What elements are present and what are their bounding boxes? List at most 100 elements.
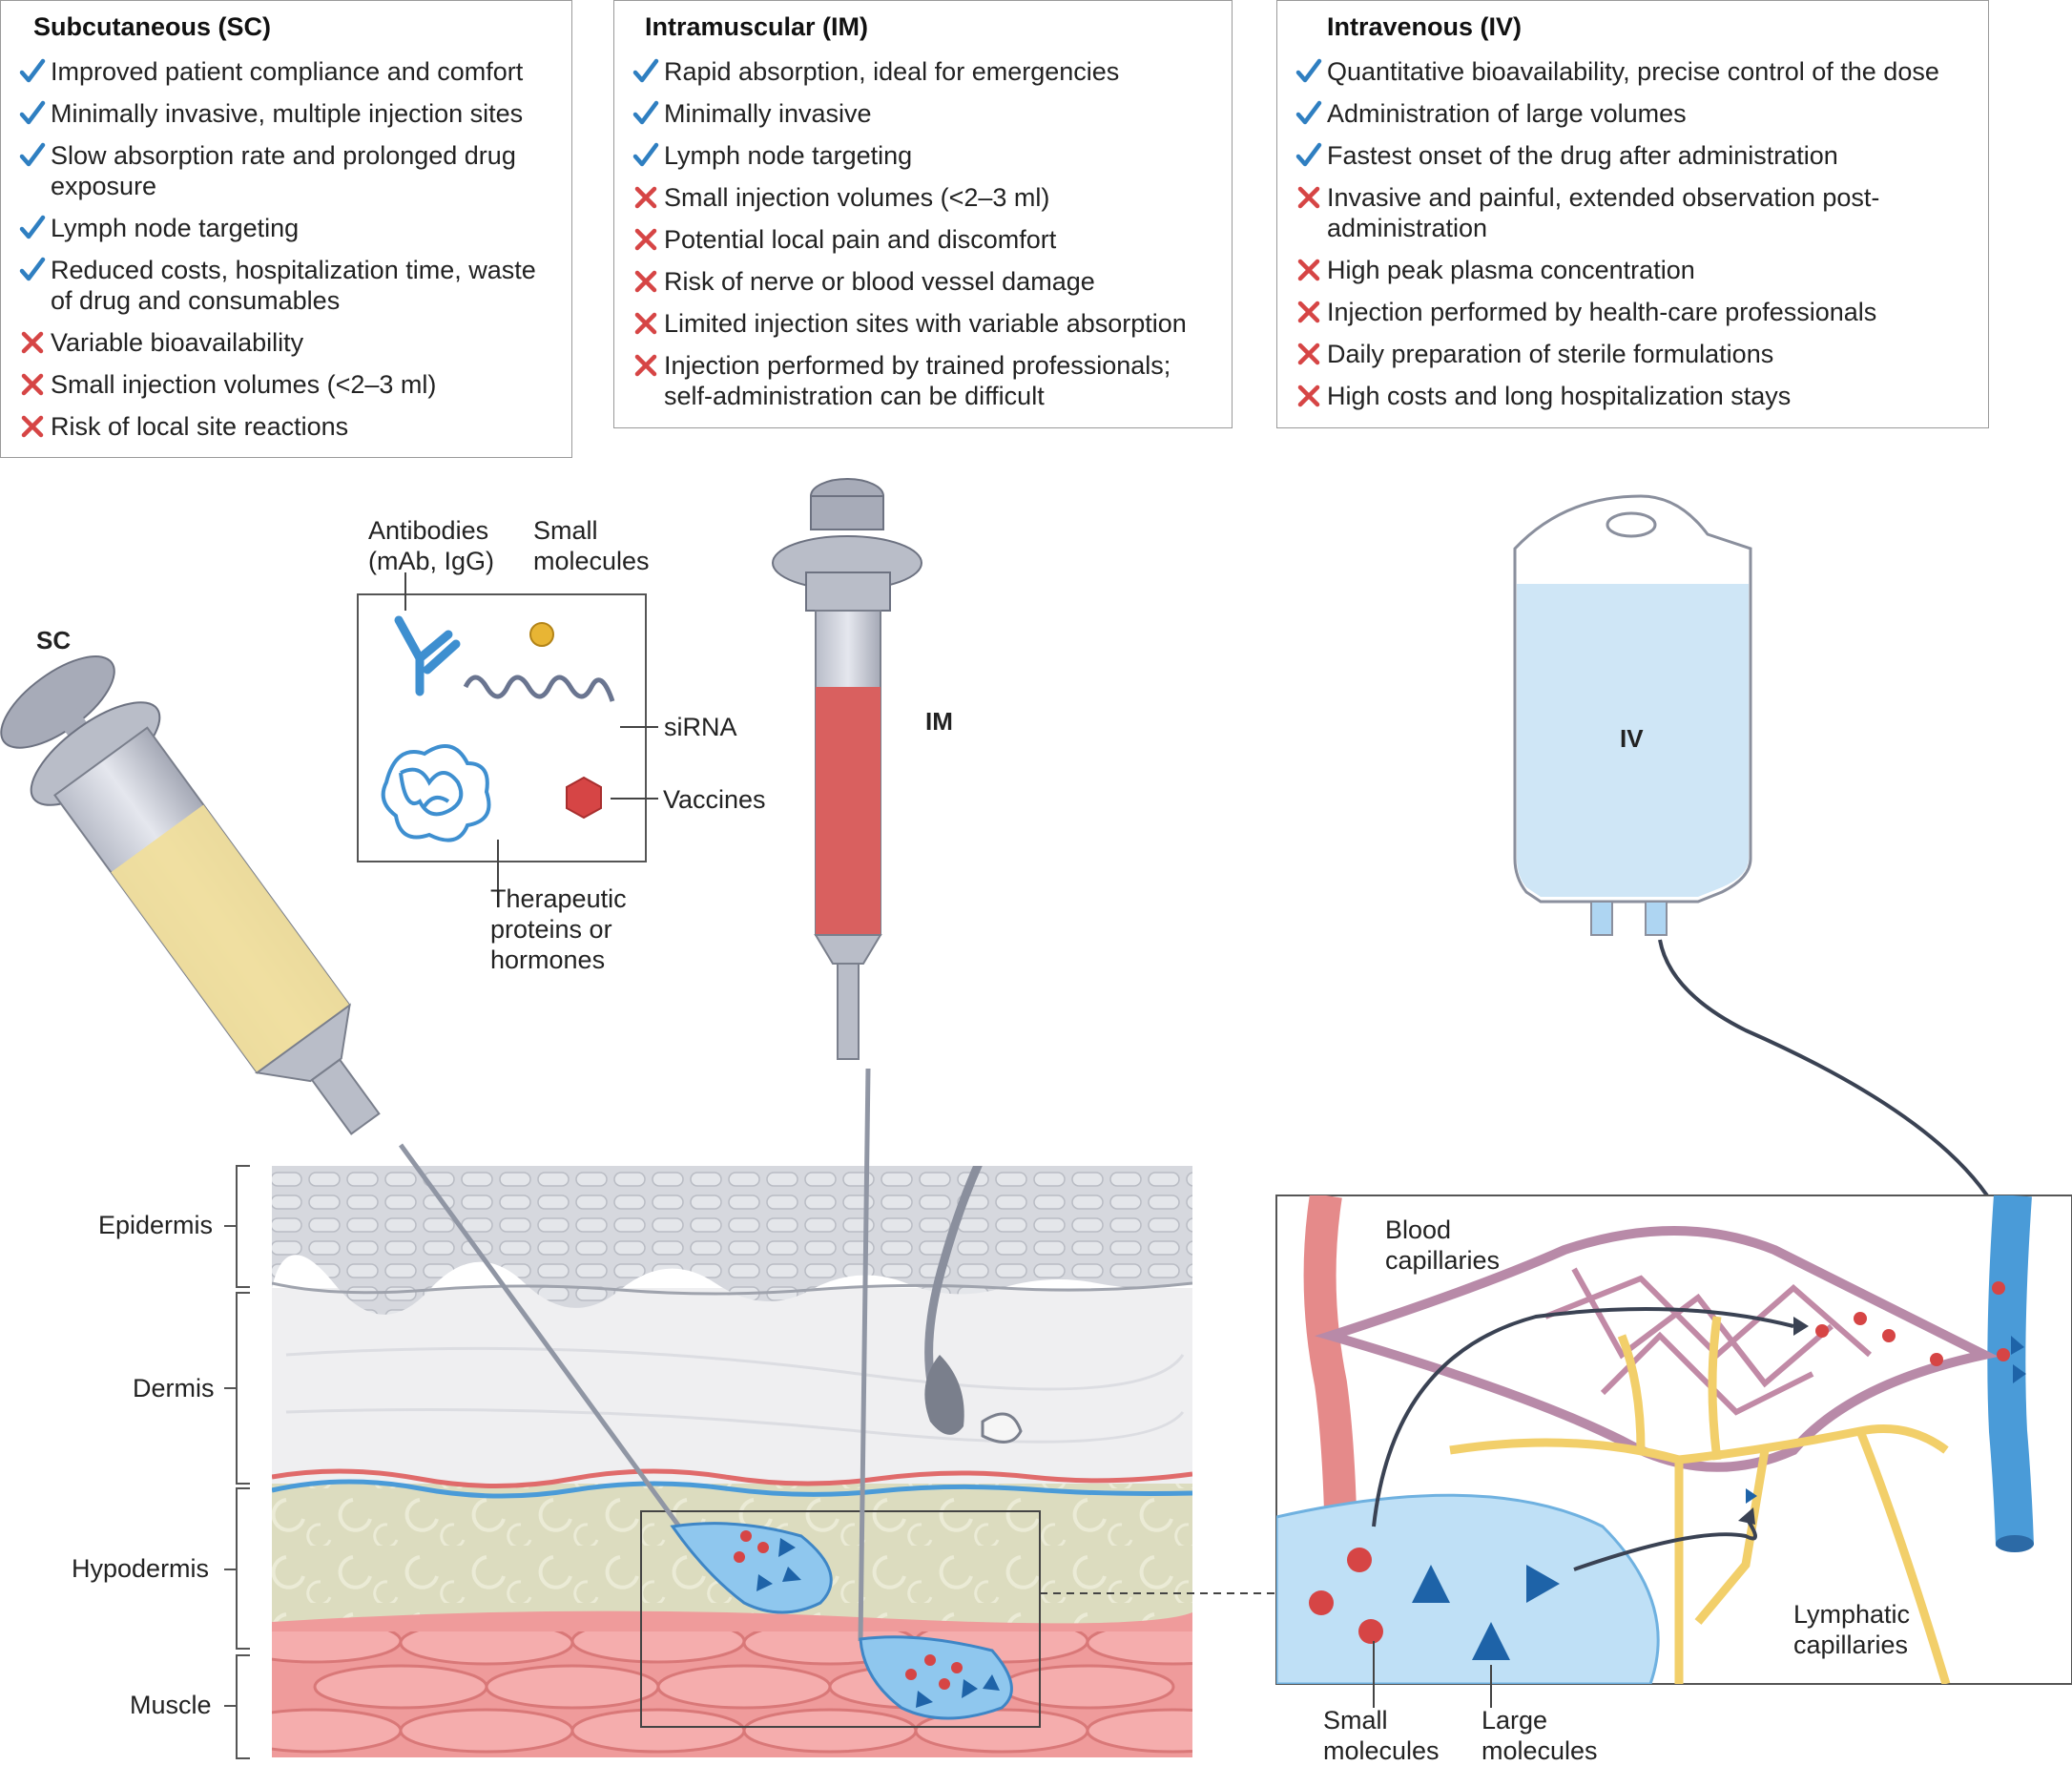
check-icon	[14, 98, 51, 129]
sc-label: SC	[36, 626, 72, 654]
small-molecule-icon	[529, 622, 554, 647]
sc-syringe	[0, 655, 682, 1528]
advantage-item: Quantitative bioavailability, precise co…	[1291, 56, 1979, 87]
lymphatic-capillaries-label-2: capillaries	[1793, 1631, 1909, 1659]
item-text: Improved patient compliance and comfort	[51, 57, 524, 86]
cross-icon	[1291, 381, 1327, 411]
advantage-item: Minimally invasive, multiple injection s…	[14, 98, 562, 129]
zoom-region	[640, 1510, 1041, 1728]
antibodies-label-1: Antibodies	[368, 516, 489, 545]
sc-drug	[111, 804, 350, 1073]
item-text: Small injection volumes (<2–3 ml)	[51, 370, 437, 399]
advantage-item: Lymph node targeting	[14, 213, 562, 243]
advantage-item: Fastest onset of the drug after administ…	[1291, 140, 1979, 171]
cross-icon	[14, 369, 51, 400]
disadvantage-item: High costs and long hospitalization stay…	[1291, 381, 1979, 411]
vaccine-icon	[566, 776, 602, 820]
sc-depot	[670, 1522, 833, 1614]
item-text: Small injection volumes (<2–3 ml)	[664, 183, 1050, 212]
im-depot	[859, 1635, 1013, 1720]
blood-vessel-red	[272, 1468, 1192, 1488]
advantage-item: Lymph node targeting	[628, 140, 1222, 171]
panel-title: Intramuscular (IM)	[645, 12, 869, 41]
check-icon	[14, 213, 51, 243]
disadvantage-item: Daily preparation of sterile formulation…	[1291, 339, 1979, 369]
absorption-arrow-lymph	[1573, 1515, 1757, 1571]
small-molecules-label-2: molecules	[533, 547, 650, 575]
disadvantage-item: Risk of local site reactions	[14, 411, 562, 442]
item-text: Risk of local site reactions	[51, 412, 349, 441]
disadvantage-item: Risk of nerve or blood vessel damage	[628, 266, 1222, 297]
check-icon	[628, 98, 664, 129]
vein	[1987, 1195, 2034, 1547]
check-icon	[14, 56, 51, 87]
check-icon	[1291, 140, 1327, 171]
advantage-item: Administration of large volumes	[1291, 98, 1979, 129]
small-molecules-label-1: Small	[533, 516, 598, 545]
small-molecule-markers	[1309, 1281, 2010, 1644]
muscle-fibers	[272, 1618, 1192, 1754]
item-text: Rapid absorption, ideal for emergencies	[664, 57, 1120, 86]
layer-brackets	[224, 1165, 250, 1759]
legend-small-molecules-1: Small	[1323, 1706, 1388, 1735]
lymphatic-network	[1449, 1316, 1951, 1684]
panel-im: Intramuscular (IM) Rapid absorption, ide…	[613, 0, 1233, 428]
cross-icon	[1291, 255, 1327, 285]
large-molecule-markers	[1412, 1336, 2026, 1660]
sirna-icon	[463, 675, 615, 702]
cross-icon	[628, 308, 664, 339]
disadvantage-item: High peak plasma concentration	[1291, 255, 1979, 285]
legend-large-molecules-2: molecules	[1481, 1736, 1598, 1765]
panel-sc: Subcutaneous (SC) Improved patient compl…	[0, 0, 572, 458]
item-text: Injection performed by trained professio…	[664, 351, 1171, 410]
item-text: Lymph node targeting	[51, 214, 300, 242]
item-text: High costs and long hospitalization stay…	[1327, 382, 1792, 410]
item-text: High peak plasma concentration	[1327, 256, 1695, 284]
blood-capillaries-label-1: Blood	[1385, 1215, 1452, 1244]
check-icon	[1291, 98, 1327, 129]
item-text: Reduced costs, hospitalization time, was…	[51, 256, 536, 315]
muscle-label: Muscle	[130, 1691, 212, 1719]
advantage-item: Improved patient compliance and comfort	[14, 56, 562, 87]
check-icon	[628, 56, 664, 87]
cross-icon	[628, 266, 664, 297]
item-text: Quantitative bioavailability, precise co…	[1327, 57, 1939, 86]
item-text: Minimally invasive	[664, 99, 872, 128]
cross-icon	[14, 411, 51, 442]
disadvantage-item: Small injection volumes (<2–3 ml)	[14, 369, 562, 400]
legend-large-molecules-1: Large	[1481, 1706, 1548, 1735]
legend-small-molecules-2: molecules	[1323, 1736, 1440, 1765]
check-icon	[14, 255, 51, 285]
advantage-item: Reduced costs, hospitalization time, was…	[14, 255, 562, 316]
cross-icon	[628, 350, 664, 381]
dermis-lines	[285, 1346, 1185, 1444]
item-text: Limited injection sites with variable ab…	[664, 309, 1187, 338]
absorption-arrow-blood	[1372, 1307, 1794, 1527]
sc-needle	[398, 1143, 682, 1528]
iv-fluid	[1517, 584, 1749, 897]
cross-icon	[1291, 182, 1327, 213]
im-label: IM	[925, 707, 953, 736]
im-drug	[816, 687, 881, 935]
item-text: Lymph node targeting	[664, 141, 913, 170]
epidermis-label: Epidermis	[98, 1211, 214, 1239]
dermis-layer	[272, 1288, 1192, 1484]
advantage-item: Slow absorption rate and prolonged drug …	[14, 140, 562, 201]
check-icon	[1291, 56, 1327, 87]
disadvantage-item: Variable bioavailability	[14, 327, 562, 358]
proteins-label-1: Therapeutic	[490, 884, 627, 913]
advantage-item: Rapid absorption, ideal for emergencies	[628, 56, 1222, 87]
iv-bag	[1513, 494, 2020, 1257]
antibodies-label-2: (mAb, IgG)	[368, 547, 495, 575]
item-text: Potential local pain and discomfort	[664, 225, 1057, 254]
item-text: Daily preparation of sterile formulation…	[1327, 340, 1774, 368]
sirna-label: siRNA	[664, 713, 737, 741]
advantage-item: Minimally invasive	[628, 98, 1222, 129]
disadvantage-item: Limited injection sites with variable ab…	[628, 308, 1222, 339]
blood-capillaries-label-2: capillaries	[1385, 1246, 1501, 1275]
item-text: Fastest onset of the drug after administ…	[1327, 141, 1838, 170]
item-text: Slow absorption rate and prolonged drug …	[51, 141, 516, 200]
protein-icon	[381, 744, 491, 842]
dermis-label: Dermis	[133, 1374, 215, 1402]
item-text: Minimally invasive, multiple injection s…	[51, 99, 524, 128]
